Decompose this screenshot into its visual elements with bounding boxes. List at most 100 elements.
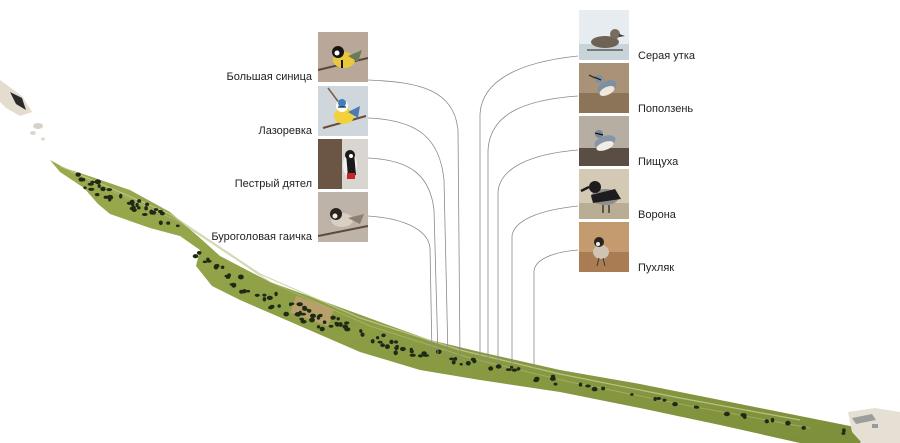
tree-dot	[206, 257, 210, 261]
tree-dot	[770, 417, 775, 423]
tree-dot	[90, 180, 95, 184]
tree-dot	[578, 382, 583, 387]
tree-dot	[472, 358, 477, 364]
tree-dot	[100, 186, 106, 192]
tree-dot	[239, 289, 245, 294]
tree-dot	[220, 265, 225, 269]
tree-dot	[309, 317, 315, 323]
tree-dot	[307, 309, 312, 313]
bird-label-woodpecker: Пестрый дятел	[234, 178, 312, 190]
tree-dot	[495, 364, 502, 369]
tree-dot	[672, 402, 678, 407]
tree-dot	[328, 324, 334, 328]
bird-label-treecreeper: Пищуха	[638, 156, 679, 168]
tree-dot	[310, 313, 316, 318]
tree-dot	[137, 199, 142, 203]
willow-tit-photo	[318, 192, 368, 242]
leader-line-willow-tit	[367, 215, 433, 355]
tree-dot	[131, 205, 136, 211]
tree-dot	[296, 302, 303, 307]
tree-dot	[145, 202, 150, 206]
tree-dot	[158, 220, 163, 226]
tree-dot	[202, 260, 208, 264]
tree-dot	[316, 325, 321, 329]
grass-strip	[50, 160, 870, 443]
bird-label-gadwall: Серая утка	[638, 50, 696, 62]
leader-line-gadwall	[479, 55, 579, 362]
tree-dot	[534, 376, 540, 381]
tree-dot	[214, 263, 220, 268]
tree-dot	[94, 193, 100, 197]
tree-dot	[453, 357, 458, 361]
tree-dot	[344, 321, 350, 325]
tree-dot	[149, 209, 153, 215]
tree-dots	[75, 172, 846, 435]
tree-dot	[601, 386, 606, 391]
lower-right-end	[848, 408, 900, 443]
tree-dot	[553, 382, 558, 386]
leader-line-great-tit	[367, 79, 461, 361]
tree-dot	[288, 302, 293, 307]
tree-dot	[336, 317, 340, 321]
bird-label-great-tit: Большая синица	[226, 71, 312, 83]
tree-dot	[75, 172, 81, 177]
tree-dot	[262, 297, 267, 302]
tree-dot	[238, 274, 244, 280]
tree-dot	[653, 397, 657, 401]
tree-dot	[196, 251, 202, 255]
tree-dot	[192, 254, 199, 259]
tree-dot	[505, 368, 512, 371]
tree-dot	[381, 333, 386, 338]
upper-left-end	[0, 80, 45, 141]
tree-dot	[742, 414, 747, 419]
leader-line-nuthatch	[487, 95, 579, 362]
tree-dot	[119, 193, 123, 199]
tree-dot	[269, 304, 275, 309]
leader-line-pukhlyak	[533, 249, 579, 368]
gadwall-photo	[579, 10, 629, 60]
treecreeper-photo	[579, 116, 629, 166]
tree-dot	[159, 211, 165, 216]
bird-label-nuthatch: Поползень	[638, 103, 694, 115]
tree-dot	[106, 188, 113, 192]
tree-dot	[377, 340, 383, 344]
tree-dot	[175, 224, 180, 228]
tree-dot	[97, 184, 101, 188]
tree-dot	[277, 304, 281, 308]
bird-label-pukhlyak: Пухляк	[638, 262, 675, 274]
tree-dot	[550, 374, 556, 379]
tree-dot	[335, 322, 340, 327]
tree-dot	[283, 311, 290, 317]
tree-dot	[141, 213, 148, 216]
tree-dot	[319, 326, 325, 332]
tree-dot	[585, 384, 591, 388]
tree-dot	[318, 313, 323, 318]
tree-dot	[231, 282, 237, 288]
tree-dot	[409, 353, 416, 357]
tree-dot	[224, 274, 230, 278]
tree-dot	[764, 419, 769, 424]
tree-dot	[294, 313, 301, 316]
tree-dot	[384, 344, 390, 350]
tree-dot	[302, 307, 308, 311]
tree-dot	[375, 336, 380, 340]
tree-dot	[451, 360, 456, 365]
tree-dot	[342, 324, 349, 329]
nuthatch-photo	[579, 63, 629, 113]
tree-dot	[370, 339, 375, 344]
leader-line-blue-tit	[367, 117, 449, 359]
tree-dot	[359, 329, 363, 333]
tree-dot	[330, 315, 336, 320]
tree-dot	[630, 393, 634, 396]
tree-dot	[449, 357, 455, 361]
tree-dot	[417, 354, 424, 358]
pukhlyak-photo	[579, 222, 629, 272]
tree-dot	[95, 180, 99, 183]
tree-dot	[662, 398, 667, 402]
tree-dot	[322, 320, 327, 325]
tree-dot	[245, 289, 251, 293]
tree-dot	[254, 293, 260, 297]
tree-dot	[144, 206, 148, 211]
